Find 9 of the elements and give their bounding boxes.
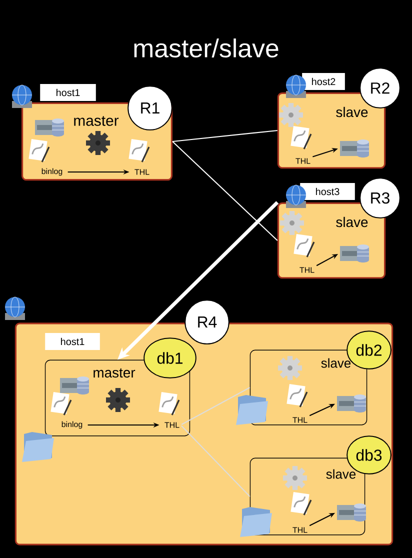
server-icon — [337, 504, 366, 522]
host-label: host1 — [45, 333, 100, 350]
host-label: host2 — [302, 73, 345, 90]
server-icon — [340, 140, 370, 158]
host-label: host1 — [40, 84, 96, 101]
title: master/slave — [134, 38, 278, 58]
server-icon — [337, 394, 366, 412]
server-icon — [340, 244, 370, 262]
host-label: host3 — [300, 183, 355, 200]
